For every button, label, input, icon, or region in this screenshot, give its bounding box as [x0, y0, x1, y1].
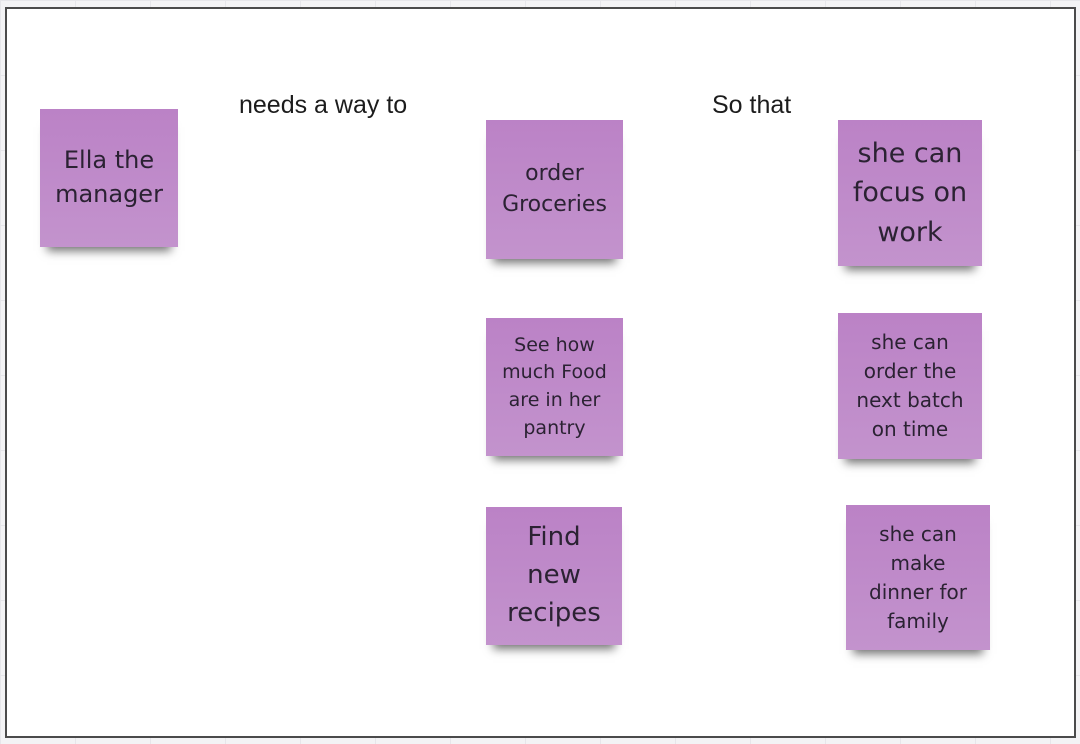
sticky-note-outcome-1[interactable]: she can focus on work [838, 120, 982, 266]
sticky-note-outcome-2[interactable]: she can order the next batch on time [838, 313, 982, 459]
sticky-note-text: Find new recipes [507, 522, 601, 628]
sticky-note-outcome-3[interactable]: she can make dinner for family [846, 505, 990, 650]
sticky-note-need-1[interactable]: order Groceries [486, 120, 623, 259]
sticky-note-text: she can focus on work [852, 138, 968, 248]
sticky-note-text: she can make dinner for family [869, 521, 967, 633]
sticky-note-persona[interactable]: Ella the manager [40, 109, 178, 247]
sticky-note-need-3[interactable]: Find new recipes [486, 507, 622, 645]
sticky-note-text: See how much Food are in her pantry [502, 333, 607, 439]
sticky-note-text: order Groceries [502, 160, 607, 217]
sticky-note-text: she can order the next batch on time [856, 330, 964, 441]
header-so-that: So that [712, 91, 792, 119]
sticky-note-text: Ella the manager [55, 146, 163, 208]
header-needs-a-way-to: needs a way to [239, 91, 408, 119]
sticky-note-need-2[interactable]: See how much Food are in her pantry [486, 318, 623, 456]
